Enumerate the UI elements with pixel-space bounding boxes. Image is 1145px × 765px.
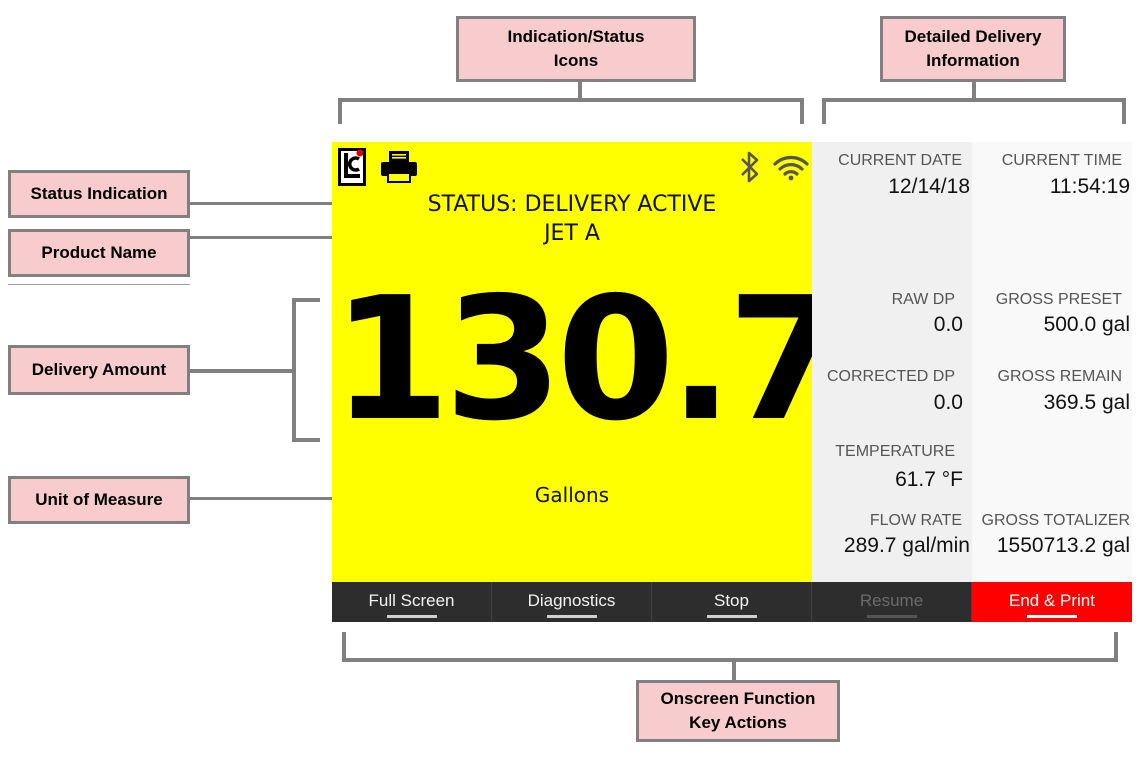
bracket-info-stem [972, 82, 976, 100]
stop-button[interactable]: Stop [652, 582, 812, 622]
resume-button[interactable]: Resume [812, 582, 972, 622]
printer-icon [380, 150, 418, 184]
gross-totalizer-label: GROSS TOTALIZER [981, 512, 1130, 529]
callout-label: Onscreen Function Key Actions [660, 689, 816, 732]
callout-unit-of-measure: Unit of Measure [8, 476, 190, 524]
bracket-fkeys-bar [342, 658, 1118, 662]
full-screen-button[interactable]: Full Screen [332, 582, 492, 622]
callout-function-key-actions: Onscreen Function Key Actions [636, 680, 840, 742]
temperature-value: 61.7 °F [895, 468, 963, 491]
bracket-fkeys-stem [732, 658, 736, 682]
fkey-label: Resume [859, 591, 924, 610]
gross-preset-label: GROSS PRESET [995, 291, 1122, 308]
callout-delivery-amount: Delivery Amount [8, 345, 190, 395]
fkey-label: Stop [714, 591, 749, 610]
bracket-amount-vertical [292, 298, 296, 442]
bracket-icons-stem [578, 82, 582, 100]
current-time-label: CURRENT TIME [1001, 152, 1122, 169]
bracket-fkeys-left [342, 632, 346, 662]
callout-label: Indication/Status Icons [507, 27, 645, 70]
fkey-indicator [387, 615, 437, 618]
fkey-indicator [867, 615, 917, 618]
bluetooth-icon [738, 150, 762, 184]
end-and-print-button[interactable]: End & Print [972, 582, 1132, 622]
current-date-label: CURRENT DATE [838, 152, 962, 169]
raw-dp-value: 0.0 [933, 313, 963, 336]
fkey-label: End & Print [1009, 591, 1095, 610]
diagnostics-button[interactable]: Diagnostics [492, 582, 652, 622]
function-key-bar: Full Screen Diagnostics Stop Resume End … [332, 582, 1132, 622]
gross-remain-value: 369.5 gal [1043, 391, 1130, 414]
callout-indication-status-icons: Indication/Status Icons [456, 16, 696, 82]
corrected-dp-label: CORRECTED DP [826, 368, 955, 385]
fkey-indicator [1027, 615, 1077, 618]
detailed-delivery-info-panel: CURRENT DATE 12/14/18 RAW DP 0.0 CORRECT… [812, 142, 1132, 582]
bracket-amount-top [292, 298, 320, 302]
fkey-label: Diagnostics [527, 591, 616, 610]
temperature-label: TEMPERATURE [835, 443, 955, 460]
delivery-amount: 130.7 [332, 261, 846, 459]
raw-dp-label: RAW DP [891, 291, 955, 308]
flow-rate-value: 289.7 gal/min [843, 534, 970, 557]
leader-status [190, 202, 410, 205]
bracket-icons-right [800, 98, 804, 124]
callout-label: Unit of Measure [35, 490, 163, 509]
callout-status-indication: Status Indication [8, 170, 190, 218]
bracket-fkeys-right [1114, 632, 1118, 662]
unit-of-measure: Gallons [534, 483, 610, 507]
info-column-right: CURRENT TIME 11:54:19 GROSS PRESET 500.0… [972, 142, 1132, 582]
callout-detailed-delivery-info: Detailed Delivery Information [880, 16, 1066, 82]
gross-remain-label: GROSS REMAIN [997, 368, 1122, 385]
info-column-left: CURRENT DATE 12/14/18 RAW DP 0.0 CORRECT… [812, 142, 972, 582]
bracket-icons-bar [338, 98, 804, 102]
callout-label: Product Name [41, 243, 157, 262]
fkey-label: Full Screen [368, 591, 455, 610]
gross-preset-value: 500.0 gal [1043, 313, 1130, 336]
device-screen: STATUS: DELIVERY ACTIVE JET A 130.7 Gall… [332, 142, 1132, 622]
callout-label: Status Indication [30, 184, 168, 203]
bracket-info-right [1122, 98, 1126, 124]
current-time-value: 11:54:19 [1049, 175, 1130, 198]
fkey-indicator [707, 615, 757, 618]
status-indication: STATUS: DELIVERY ACTIVE [427, 192, 717, 217]
fkey-indicator [547, 615, 597, 618]
callout-label: Detailed Delivery Information [904, 27, 1042, 70]
main-delivery-panel: STATUS: DELIVERY ACTIVE JET A 130.7 Gall… [332, 142, 846, 582]
callout-product-name: Product Name [8, 229, 190, 277]
callout-label: Delivery Amount [31, 360, 167, 379]
separator-line [8, 284, 190, 285]
leader-amount [190, 369, 296, 373]
gross-totalizer-value: 1550713.2 gal [996, 534, 1130, 557]
product-name: JET A [544, 221, 600, 246]
wifi-icon [772, 152, 810, 182]
bracket-info-bar [822, 98, 1126, 102]
bracket-info-left [822, 98, 826, 124]
bracket-amount-bottom [292, 438, 320, 442]
corrected-dp-value: 0.0 [933, 391, 963, 414]
lc-logo-icon [338, 148, 366, 186]
bracket-icons-left [338, 98, 342, 124]
flow-rate-label: FLOW RATE [869, 512, 962, 529]
current-date-value: 12/14/18 [888, 175, 970, 198]
